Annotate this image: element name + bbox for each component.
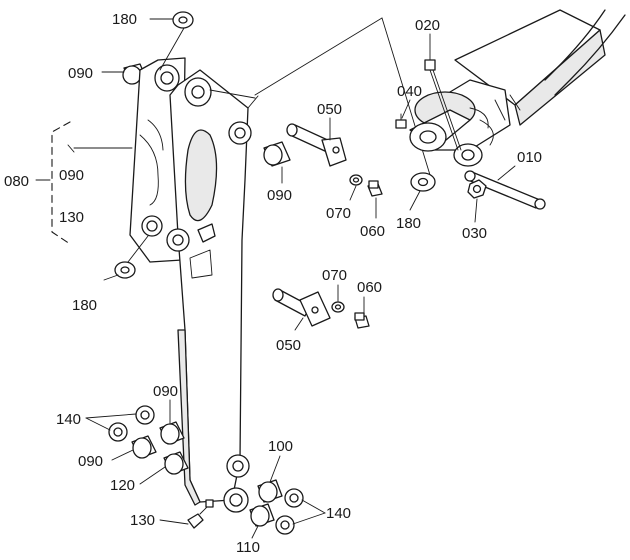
- leader-lines: [35, 18, 516, 539]
- washer-070-upper: [349, 174, 363, 186]
- boom-arm: [166, 69, 259, 513]
- callout-140-left: 140: [56, 411, 81, 428]
- pin-050-lower: [272, 288, 331, 327]
- callout-180-top: 180: [112, 11, 137, 28]
- callout-140-right: 140: [326, 505, 351, 522]
- bushing-140-lower-left-b: [108, 422, 128, 442]
- callout-030: 030: [462, 225, 487, 242]
- swing-bracket: [254, 9, 626, 176]
- washer-180-right: [410, 172, 436, 192]
- callout-090-lower-a: 090: [153, 383, 178, 400]
- bushing-090-lower-left-b: [131, 435, 157, 459]
- grease-fitting-040: [395, 113, 407, 129]
- pin-010: [464, 170, 546, 210]
- bushing-140-lower-left-a: [135, 405, 155, 425]
- bolt-020: [424, 59, 462, 151]
- callout-090-mid: 090: [267, 187, 292, 204]
- callout-020: 020: [415, 17, 440, 34]
- callout-060-upper: 060: [360, 223, 385, 240]
- bolt-060-lower: [354, 312, 370, 329]
- bolt-060-upper: [367, 180, 383, 197]
- callout-090-lower-b: 090: [78, 453, 103, 470]
- callout-050-upper: 050: [317, 101, 342, 118]
- callout-070-lower: 070: [322, 267, 347, 284]
- washer-180-top: [172, 11, 194, 29]
- bushing-090-lower-left-a: [159, 421, 185, 445]
- bushing-140-lower-right-a: [284, 488, 304, 508]
- nut-030: [467, 179, 487, 199]
- bushing-140-lower-right-b: [275, 515, 295, 535]
- pin-050-upper: [286, 123, 347, 167]
- bushing-100: [257, 479, 283, 503]
- callout-110: 110: [236, 539, 260, 556]
- callout-040: 040: [397, 83, 422, 100]
- callout-130-group: 130: [59, 209, 84, 226]
- callout-070-upper: 070: [326, 205, 351, 222]
- bushing-110: [249, 503, 275, 527]
- callout-050-lower: 050: [276, 337, 301, 354]
- bushing-120: [163, 451, 189, 475]
- callout-130-lower: 130: [130, 512, 155, 529]
- callout-060-lower: 060: [357, 279, 382, 296]
- callout-090-group: 090: [59, 167, 84, 184]
- callout-090-top: 090: [68, 65, 93, 82]
- washer-070-lower: [331, 301, 345, 313]
- callout-120: 120: [110, 477, 135, 494]
- grease-fitting-130-lower: [187, 499, 214, 529]
- callout-080: 080: [4, 173, 29, 190]
- callout-010: 010: [517, 149, 542, 166]
- bushing-090-mid: [263, 141, 291, 167]
- callout-100: 100: [268, 438, 293, 455]
- washer-180-bottom: [114, 261, 136, 279]
- callout-180-left: 180: [72, 297, 97, 314]
- callout-180-right: 180: [396, 215, 421, 232]
